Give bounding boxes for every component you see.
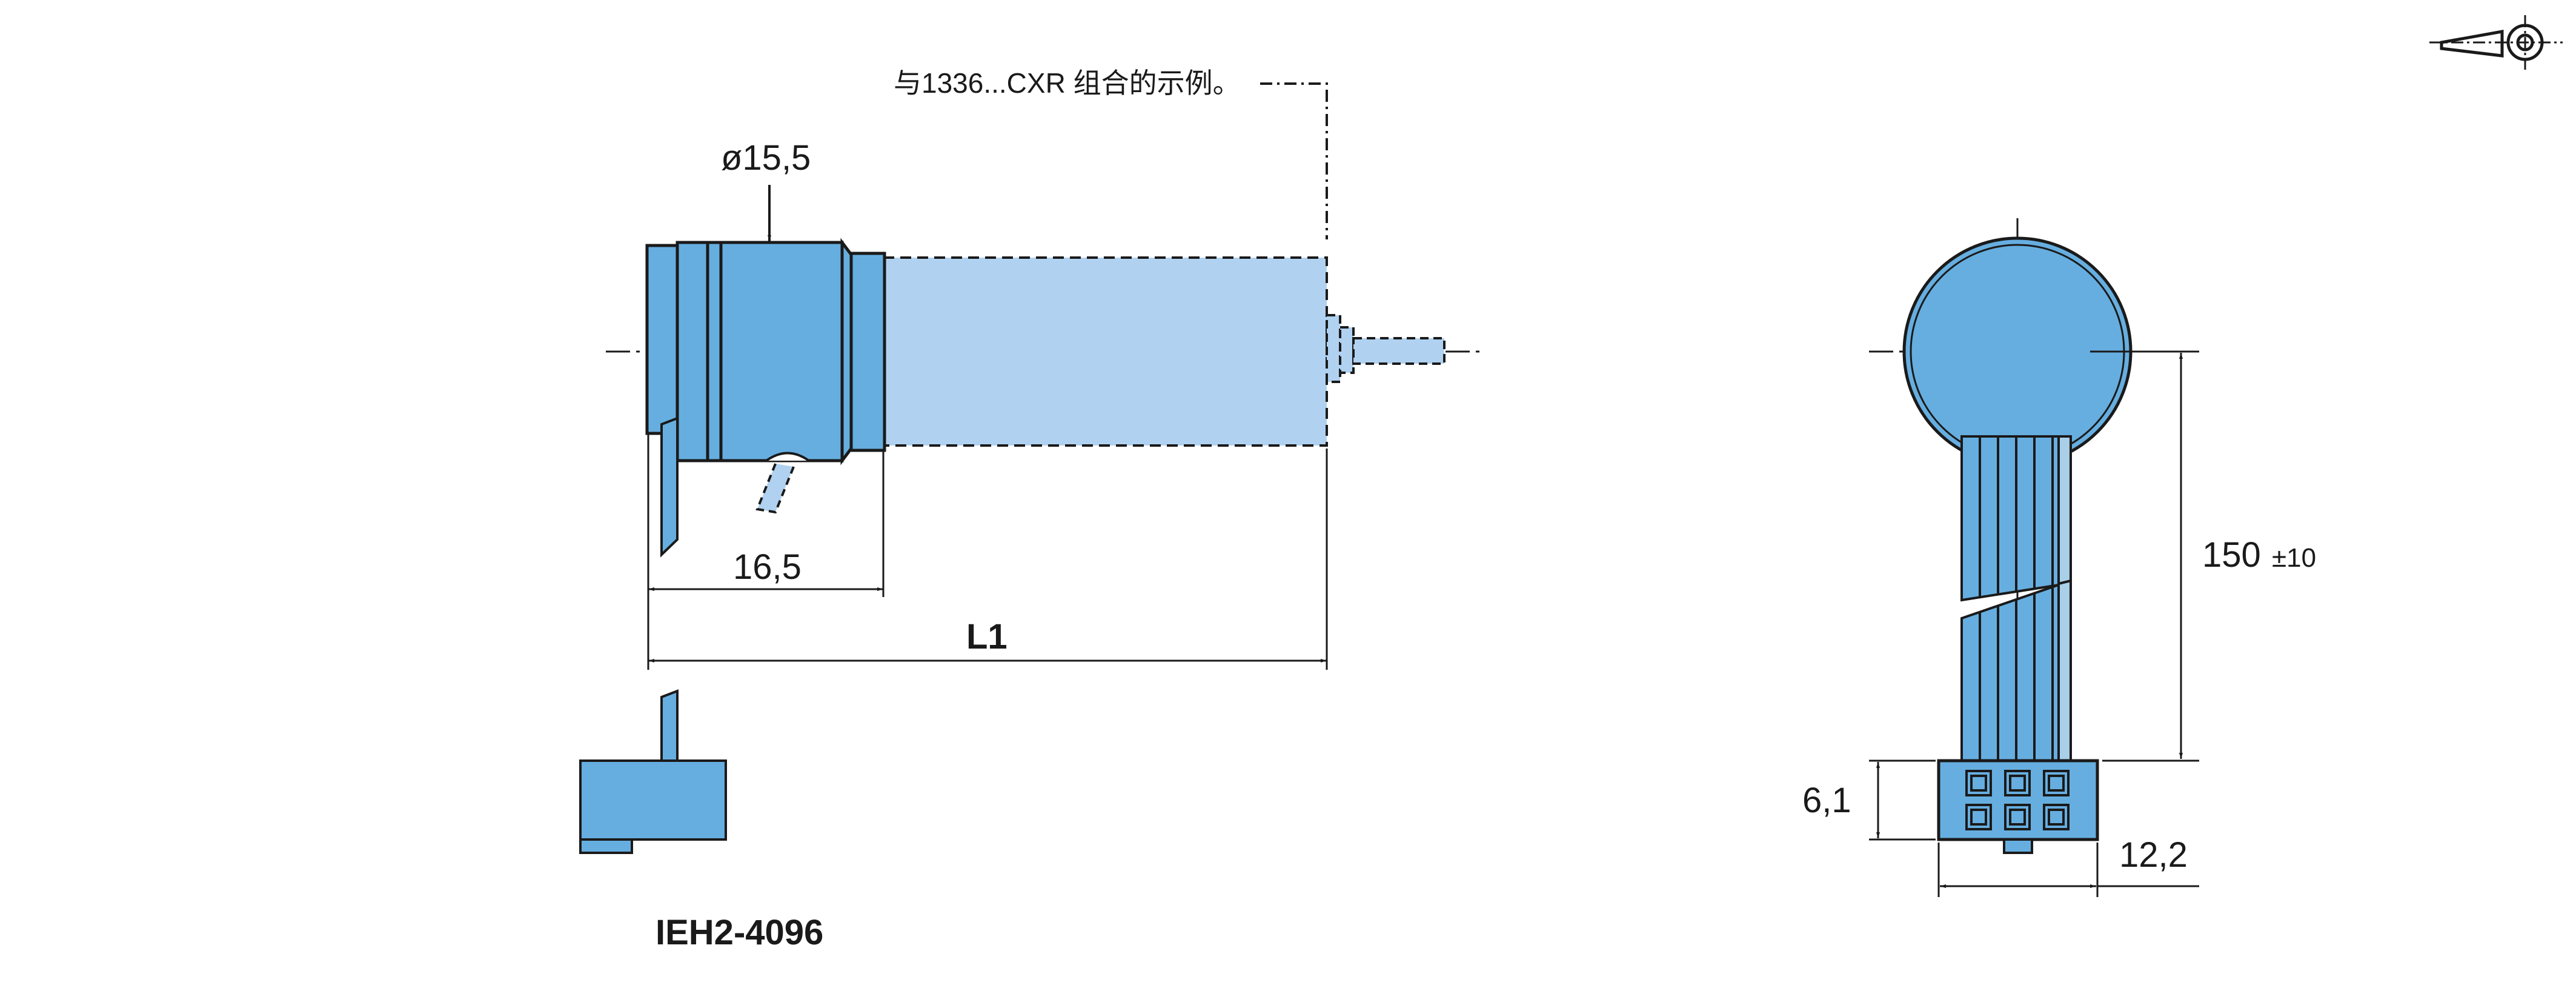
dim-150-tolerance: ±10 (2272, 543, 2316, 573)
ribbon-cable (1960, 435, 2072, 762)
motor-body (882, 256, 1328, 447)
dim-l1-label: L1 (966, 617, 1007, 656)
dim-150-label: 150 (2202, 535, 2261, 575)
dim-16-5-label: 16,5 (733, 547, 802, 587)
dim-6-1 (1869, 759, 1936, 841)
dim-6-1-label: 6,1 (1802, 781, 1851, 820)
diameter-label: ø15,5 (721, 138, 811, 178)
dim-12-2-label: 12,2 (2119, 835, 2188, 875)
cable-dashed (755, 463, 795, 514)
cable-exit (765, 452, 810, 462)
encoder-body (645, 238, 886, 466)
note-leader (1260, 82, 1328, 239)
connector-pins (1965, 770, 2070, 830)
front-view (1869, 218, 2193, 854)
connector-detail (579, 689, 727, 854)
first-angle-projection-icon (2429, 15, 2563, 70)
part-number: IEH2-4096 (656, 913, 823, 952)
note-text: 与1336...CXR 组合的示例。 (894, 67, 1241, 99)
dim-12-2 (1937, 843, 2199, 897)
dim-150 (2090, 350, 2199, 762)
motor-shaft (1326, 314, 1446, 383)
extension-lines (647, 433, 1328, 670)
mounting-tab (660, 416, 679, 558)
